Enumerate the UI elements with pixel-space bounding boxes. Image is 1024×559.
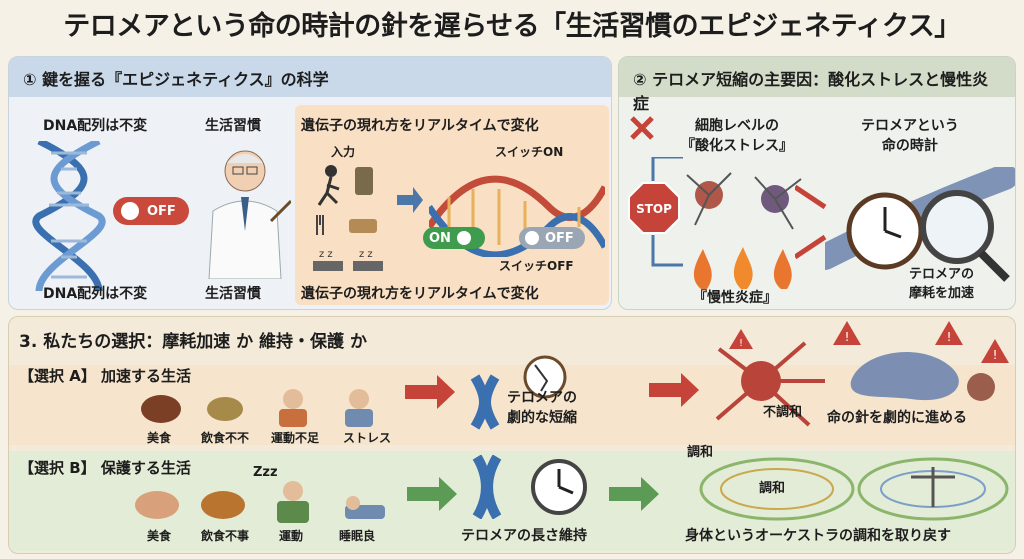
gene-change-bottom: 遺伝子の現れ方をリアルタイムで変化 (301, 286, 539, 302)
off-toggle: OFF (113, 197, 189, 225)
toggle-knob (456, 231, 471, 245)
free-radical-icons (686, 172, 802, 230)
red-arrow-icon (649, 373, 699, 407)
off-toggle-label: OFF (147, 203, 176, 219)
habit-label-top: 生活習慣 (205, 118, 261, 134)
flame-icons (693, 247, 792, 289)
svg-text:!: ! (739, 338, 743, 349)
svg-text:!: ! (947, 330, 952, 344)
harmony-label-1: 調和 (687, 445, 714, 460)
chromosome-broken-clock-icon (470, 355, 567, 430)
choice-b-item-3: 運動 (279, 529, 304, 543)
on-toggle: ON (423, 227, 485, 249)
sleep-icons: z z z z (313, 249, 383, 271)
unhealthy-lifestyle-icons (141, 389, 373, 427)
telomere-causes-header: ② テロメア短縮の主要因：酸化ストレスと慢性炎症 (619, 57, 1015, 113)
life-clock-label: テロメアという 命の時計 (861, 118, 959, 154)
arrow-right-icon (397, 187, 423, 213)
switch-on-label: スイッチON (495, 145, 564, 159)
inflamed-neuron-icon: ! (715, 329, 825, 427)
choice-b-item-2: 飲食不事 (201, 529, 250, 543)
switch-off-label: スイッチOFF (499, 259, 574, 273)
telomere-causes-panel: ② テロメア短縮の主要因：酸化ストレスと慢性炎症 細胞レベルの 『酸化ストレス』… (618, 56, 1016, 310)
branch-arrows (651, 157, 683, 267)
gene-expression-area (295, 105, 609, 305)
damaged-cells-icon: ! ! ! (833, 321, 1009, 401)
zzz-label: Zzz (253, 465, 278, 480)
healthy-lifestyle-icons (135, 481, 385, 523)
dna-unchanged-bottom: DNA配列は不変 (43, 286, 148, 302)
choice-b-result: 身体というオーケストラの調和を取り戻す (685, 528, 951, 544)
input-label: 入力 (331, 145, 356, 159)
doctor-icon (208, 150, 291, 279)
toggle-knob (525, 231, 539, 245)
chromosome-clock-icon (472, 455, 587, 519)
svg-text:z z: z z (319, 249, 333, 260)
harmony-network-icon (699, 457, 1009, 521)
wear-accelerate-label: テロメアの 摩耗を加速 (909, 267, 975, 301)
habit-label-bottom: 生活習慣 (205, 286, 261, 302)
choice-a-item-3: 運動不足 (271, 431, 320, 445)
lifestyle-input-icons (316, 165, 377, 235)
off-toggle-small-label: OFF (545, 230, 574, 246)
chronic-inflammation-label: 『慢性炎症』 (693, 290, 777, 306)
stop-sign-text: STOP (636, 202, 672, 216)
page-title: テロメアという命の時計の針を遅らせる「生活習慣のエピジェネティクス」 (63, 11, 961, 42)
dna-unchanged-top: DNA配列は不変 (43, 118, 148, 134)
gene-change-top: 遺伝子の現れ方をリアルタイムで変化 (301, 118, 539, 134)
svg-text:!: ! (845, 330, 850, 344)
choices-header: 3. 私たちの選択：摩耗加速 か 維持・保護 か (19, 332, 367, 352)
harmony-label-2: 調和 (759, 481, 786, 496)
choice-b-item-4: 睡眠良 (339, 529, 376, 543)
green-arrow-icon (407, 477, 457, 511)
choices-panel: 3. 私たちの選択：摩耗加速 か 維持・保護 か 【選択 A】 加速する生活 美… (8, 316, 1016, 554)
epigenetics-panel: ① 鍵を握る『エピジェネティクス』の科学 DNA配列は不変 OFF DNA配列は… (8, 56, 612, 310)
telomere-maintain-label: テロメアの長さ維持 (461, 528, 587, 544)
telomere-shortening-label: テロメアの 劇的な短縮 (507, 390, 577, 426)
svg-text:z z: z z (359, 249, 373, 260)
choice-a-item-2: 飲食不不 (201, 431, 250, 445)
red-arrow-icon (405, 375, 455, 409)
green-arrow-icon (609, 477, 659, 511)
choice-a-label: 【選択 A】 加速する生活 (19, 367, 192, 385)
on-toggle-label: ON (429, 230, 451, 246)
choice-b-label: 【選択 B】 保護する生活 (19, 459, 191, 477)
off-toggle-small: OFF (519, 227, 585, 249)
dna-helix-icon (32, 141, 106, 291)
toggle-knob (121, 202, 139, 220)
epigenetics-header: ① 鍵を握る『エピジェネティクス』の科学 (9, 57, 611, 97)
stop-sign-icon: STOP (628, 182, 680, 234)
choice-b-item-1: 美食 (147, 529, 172, 543)
discord-label: 不調和 (763, 405, 803, 420)
choice-a-item-4: ストレス (343, 431, 392, 445)
cross-icon (630, 116, 654, 140)
svg-text:!: ! (993, 348, 998, 362)
oxidative-stress-label: 細胞レベルの 『酸化ストレス』 (681, 118, 793, 154)
choice-a-item-1: 美食 (147, 431, 172, 445)
telomere-clock-icon (825, 167, 1015, 282)
red-arrows (795, 184, 827, 260)
choice-a-result: 命の針を劇的に進める (827, 410, 967, 426)
